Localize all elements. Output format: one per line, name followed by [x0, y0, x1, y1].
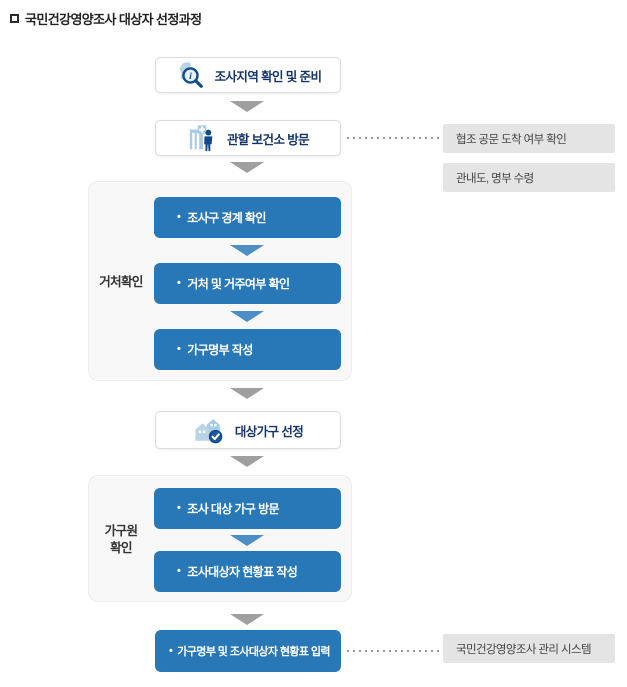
down-arrow-icon [230, 614, 264, 625]
health-center-person-icon [187, 123, 217, 153]
page-title-row: 국민건강영양조사 대상자 선정과정 [10, 9, 202, 28]
down-arrow-icon [230, 245, 264, 256]
group-residence-label: 거처확인 [99, 275, 143, 289]
note-management-system: 국민건강영양조사 관리 시스템 [443, 634, 615, 663]
note-map-roster: 관내도, 명부 수령 [443, 163, 615, 192]
step-label: 조사 대상 가구 방문 [187, 502, 279, 516]
step-label: 조사대상자 현황표 작성 [187, 565, 298, 579]
square-bullet-icon [10, 14, 19, 23]
down-arrow-icon [230, 535, 264, 546]
bullet-icon: • [177, 565, 181, 577]
note-label: 관내도, 명부 수령 [456, 172, 534, 185]
korea-map-search-icon: i [175, 60, 205, 90]
note-cooperation-document: 협조 공문 도착 여부 확인 [443, 124, 615, 153]
step-target-household-visit: • 조사 대상 가구 방문 [154, 488, 341, 529]
page-title: 국민건강영양조사 대상자 선정과정 [25, 12, 202, 27]
down-arrow-icon [230, 311, 264, 322]
bullet-icon: • [177, 277, 181, 289]
houses-check-badge-icon [193, 415, 225, 445]
group-member-label: 가구원 확인 [88, 523, 154, 557]
dotted-connector [347, 137, 439, 139]
step-household-roster: • 가구명부 작성 [154, 329, 341, 370]
down-arrow-icon [230, 101, 264, 112]
step-survey-area-check: i 조사지역 확인 및 준비 [155, 57, 341, 93]
step-subject-status-form: • 조사대상자 현황표 작성 [154, 551, 341, 592]
step-survey-district-boundary: • 조사구 경계 확인 [154, 197, 341, 238]
note-label: 국민건강영양조사 관리 시스템 [456, 643, 592, 656]
step-health-center-visit: 관할 보건소 방문 [155, 120, 341, 156]
bullet-icon: • [169, 644, 173, 657]
down-arrow-icon [230, 162, 264, 173]
step-label: 조사구 경계 확인 [187, 211, 266, 225]
step-label: 관할 보건소 방문 [226, 132, 310, 147]
step-target-household-selection: 대상가구 선정 [155, 411, 341, 449]
step-label: 가구명부 및 조사대상자 현황표 입력 [177, 646, 330, 658]
step-data-entry: • 가구명부 및 조사대상자 현황표 입력 [155, 630, 341, 672]
dotted-connector [347, 650, 439, 652]
step-label: 가구명부 작성 [187, 343, 253, 357]
down-arrow-icon [230, 456, 264, 467]
note-label: 협조 공문 도착 여부 확인 [456, 133, 567, 146]
bullet-icon: • [177, 502, 181, 514]
step-residence-status-check: • 거처 및 거주여부 확인 [154, 263, 341, 304]
group-member-label-line2: 확인 [110, 541, 132, 555]
step-label: 대상가구 선정 [234, 424, 304, 439]
group-member-label-line1: 가구원 [104, 524, 138, 538]
step-label: 거처 및 거주여부 확인 [187, 277, 290, 291]
step-label: 조사지역 확인 및 준비 [214, 69, 322, 84]
down-arrow-icon [230, 388, 264, 399]
bullet-icon: • [177, 343, 181, 355]
bullet-icon: • [177, 211, 181, 223]
svg-text:i: i [189, 71, 192, 82]
